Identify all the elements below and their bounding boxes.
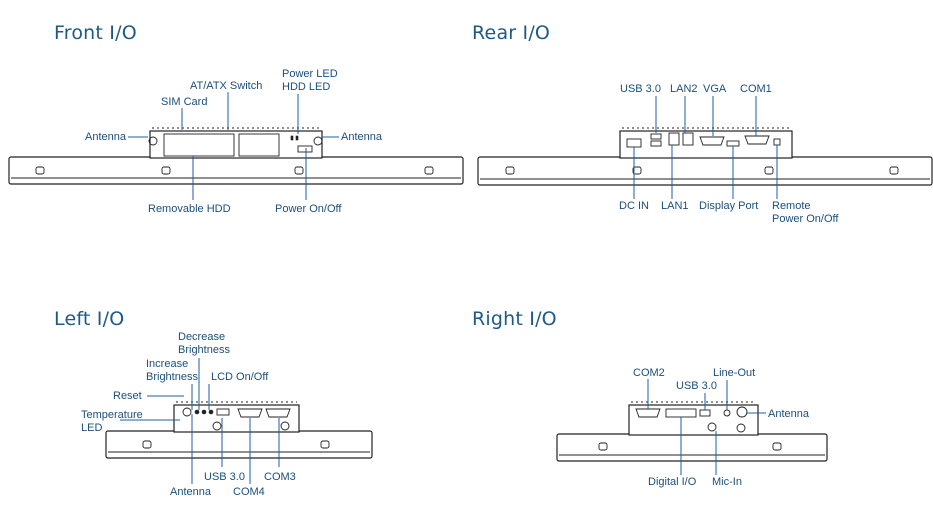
label-removable-hdd: Removable HDD <box>148 203 231 215</box>
right-io-title: Right I/O <box>472 308 557 330</box>
label-temperature-led-line2: LED <box>81 422 103 434</box>
label-com4: COM4 <box>233 486 265 498</box>
label-front-antenna-right: Antenna <box>341 131 382 143</box>
label-decrease-brightness-line1: Decrease <box>178 331 226 343</box>
label-com2: COM2 <box>633 367 665 379</box>
label-right-antenna: Antenna <box>768 408 809 420</box>
left-io-device <box>105 401 373 459</box>
label-dc-in: DC IN <box>619 200 649 212</box>
label-digital-io: Digital I/O <box>648 476 697 488</box>
label-front-antenna-left: Antenna <box>85 131 126 143</box>
label-lan1: LAN1 <box>661 200 689 212</box>
label-remote-power-line2: Power On/Off <box>772 213 839 225</box>
rear-io-device <box>477 127 933 186</box>
label-display-port: Display Port <box>699 200 759 212</box>
label-vga: VGA <box>703 83 727 95</box>
label-com3: COM3 <box>264 471 296 483</box>
label-increase-brightness-line1: Increase <box>146 358 189 370</box>
label-remote-power-line1: Remote <box>772 200 811 212</box>
label-right-usb30: USB 3.0 <box>676 380 717 392</box>
label-decrease-brightness-line2: Brightness <box>178 344 230 356</box>
label-sim-card: SIM Card <box>161 96 208 108</box>
label-reset: Reset <box>113 390 142 402</box>
rear-io-title: Rear I/O <box>472 22 551 44</box>
label-at-atx-switch: AT/ATX Switch <box>190 80 263 92</box>
front-io-device <box>8 127 464 185</box>
right-io-leader-lines <box>647 379 766 475</box>
label-lan2: LAN2 <box>670 83 698 95</box>
label-com1: COM1 <box>740 83 772 95</box>
label-left-antenna: Antenna <box>170 486 211 498</box>
rear-io-leader-lines <box>633 96 778 199</box>
label-temperature-led-line1: Temperature <box>81 409 143 421</box>
label-hdd-led: HDD LED <box>282 81 331 93</box>
left-io-leader-lines <box>120 358 280 484</box>
label-left-usb30: USB 3.0 <box>204 471 245 483</box>
label-increase-brightness-line2: Brightness <box>146 371 198 383</box>
front-io-leader-lines <box>128 92 339 200</box>
label-power-led: Power LED <box>282 68 338 80</box>
right-io-device <box>556 401 828 462</box>
label-mic-in: Mic-In <box>712 476 742 488</box>
label-power-on-off: Power On/Off <box>275 203 342 215</box>
label-lcd-on-off: LCD On/Off <box>211 371 269 383</box>
left-io-title: Left I/O <box>54 308 125 330</box>
label-line-out: Line-Out <box>713 367 756 379</box>
front-io-title: Front I/O <box>54 22 137 44</box>
label-rear-usb30: USB 3.0 <box>620 83 661 95</box>
